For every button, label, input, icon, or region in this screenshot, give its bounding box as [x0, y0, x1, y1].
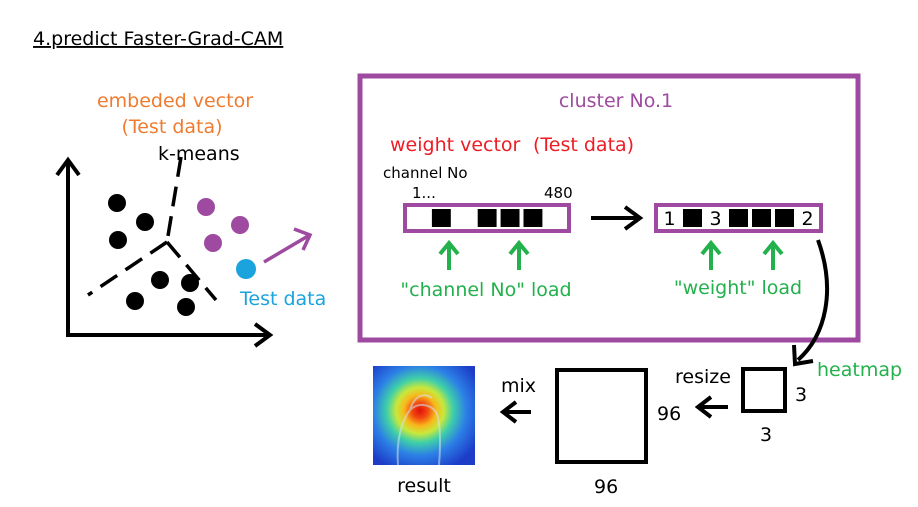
test-data-point	[236, 259, 256, 279]
mix-label: mix	[501, 375, 536, 397]
weight-vector-label: weight vector	[390, 134, 521, 156]
test-data-arrowhead	[293, 227, 313, 251]
data-point	[126, 292, 144, 310]
vector-cell	[409, 209, 428, 227]
channel-vector-cells	[409, 209, 566, 227]
vector-cell	[775, 209, 794, 227]
load-arrow	[508, 239, 530, 270]
weight-vector-test-label: (Test data)	[533, 134, 634, 156]
vector-cell	[500, 209, 520, 227]
resize-label: resize	[675, 366, 731, 388]
y-axis-arrowhead	[55, 156, 81, 177]
cluster-frame	[357, 73, 861, 343]
big-height-label: 96	[657, 403, 681, 425]
vector-cell	[477, 209, 497, 227]
boundary-dashed-left	[87, 240, 168, 297]
cluster-title: cluster No.1	[559, 90, 673, 112]
vector-cell	[706, 209, 725, 227]
boundary-dashed-top	[165, 156, 183, 243]
x-axis-arrowhead	[253, 322, 274, 348]
heatmap-label: heatmap	[817, 359, 902, 381]
kmeans-label: k-means	[158, 143, 240, 165]
vector-cell	[431, 209, 451, 227]
load-arrows	[438, 239, 784, 270]
embed-vector-label: embeded vector	[97, 90, 253, 112]
vector-cell	[454, 209, 474, 227]
heatmap-small-box	[741, 367, 787, 413]
vector-cell	[729, 209, 748, 227]
vector-transform-arrowhead	[623, 205, 644, 231]
load-arrow	[762, 239, 784, 270]
channel-no-label: channel No	[383, 164, 468, 182]
result-heatmap	[373, 366, 475, 465]
vector-cell	[546, 209, 566, 227]
to-heatmap-arrow	[796, 239, 830, 362]
result-label: result	[397, 475, 451, 497]
resized-heatmap-box	[555, 368, 648, 464]
cluster-point	[197, 198, 215, 216]
result-image	[373, 366, 475, 466]
channel-end-label: 480	[544, 184, 573, 202]
cluster-box: cluster No.1 weight vector (Test data) c…	[357, 73, 861, 343]
big-width-label: 96	[594, 476, 618, 498]
channel-start-label: 1...	[412, 184, 436, 202]
test-data-arrow	[263, 234, 309, 264]
to-heatmap-arrowhead	[792, 344, 814, 367]
small-width-label: 3	[760, 424, 772, 446]
vector-cell	[752, 209, 771, 227]
vector-cell	[523, 209, 543, 227]
result-hand-outline	[396, 394, 441, 466]
weight-load-label: "weight" load	[674, 277, 802, 299]
cluster-point	[231, 216, 249, 234]
boundary-dashed-right	[165, 240, 218, 302]
channel-no-load-label: "channel No" load	[400, 279, 571, 301]
load-arrow	[438, 239, 460, 270]
data-point	[151, 271, 169, 289]
vector-cell-label: 2	[801, 208, 813, 230]
data-point	[177, 298, 195, 316]
vector-cell	[798, 209, 817, 227]
weight-vector-cells: 1 3 2	[660, 208, 817, 230]
resize-arrow	[694, 395, 728, 419]
vector-cell	[683, 209, 702, 227]
vector-cell-label: 3	[709, 208, 721, 230]
test-data-label: Test data	[239, 288, 326, 310]
data-point	[136, 213, 154, 231]
vector-cell	[660, 209, 679, 227]
vector-cell-label: 1	[663, 208, 675, 230]
data-point	[109, 231, 127, 249]
load-arrow	[700, 239, 722, 270]
page-title: 4.predict Faster-Grad-CAM	[33, 28, 283, 50]
cluster-point	[204, 234, 222, 252]
data-point	[181, 274, 199, 292]
kmeans-plot: embeded vector (Test data) k-means Test …	[55, 90, 326, 348]
small-height-label: 3	[795, 384, 807, 406]
mix-arrow	[499, 400, 531, 424]
data-point	[108, 194, 126, 212]
embed-test-label: (Test data)	[121, 116, 222, 138]
